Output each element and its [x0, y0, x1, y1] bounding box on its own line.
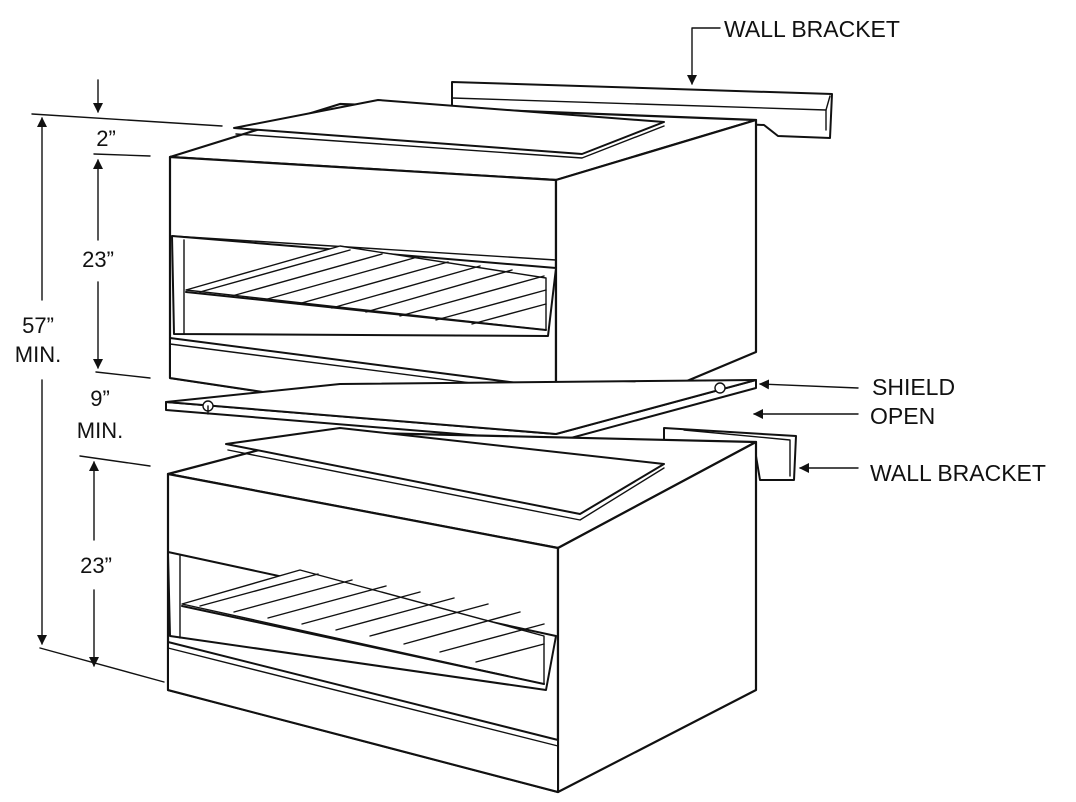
shield-label: SHIELD	[872, 374, 955, 400]
dimension-lines	[31, 79, 223, 683]
arrow-icon	[759, 379, 859, 390]
spacing-value: 9”	[90, 386, 110, 411]
lower-unit	[166, 427, 758, 794]
overall-height-value: 57”	[22, 313, 54, 338]
arrow-icon	[687, 27, 721, 85]
overall-height-min: MIN.	[15, 342, 61, 367]
spacing-min: MIN.	[77, 418, 123, 443]
upper-rack-slats	[199, 249, 547, 325]
lower-rack-slats	[199, 573, 545, 663]
callout-leaders	[687, 27, 859, 473]
wall-bracket-top-label: WALL BRACKET	[724, 16, 900, 42]
upper-unit	[168, 99, 758, 438]
lower-unit-height-label: 23”	[80, 553, 112, 578]
top-gap-label: 2”	[96, 126, 116, 151]
open-label: OPEN	[870, 403, 935, 429]
shield-plate	[165, 379, 757, 467]
wall-bracket-bottom-label: WALL BRACKET	[870, 460, 1046, 486]
upper-unit-height-label: 23”	[82, 247, 114, 272]
